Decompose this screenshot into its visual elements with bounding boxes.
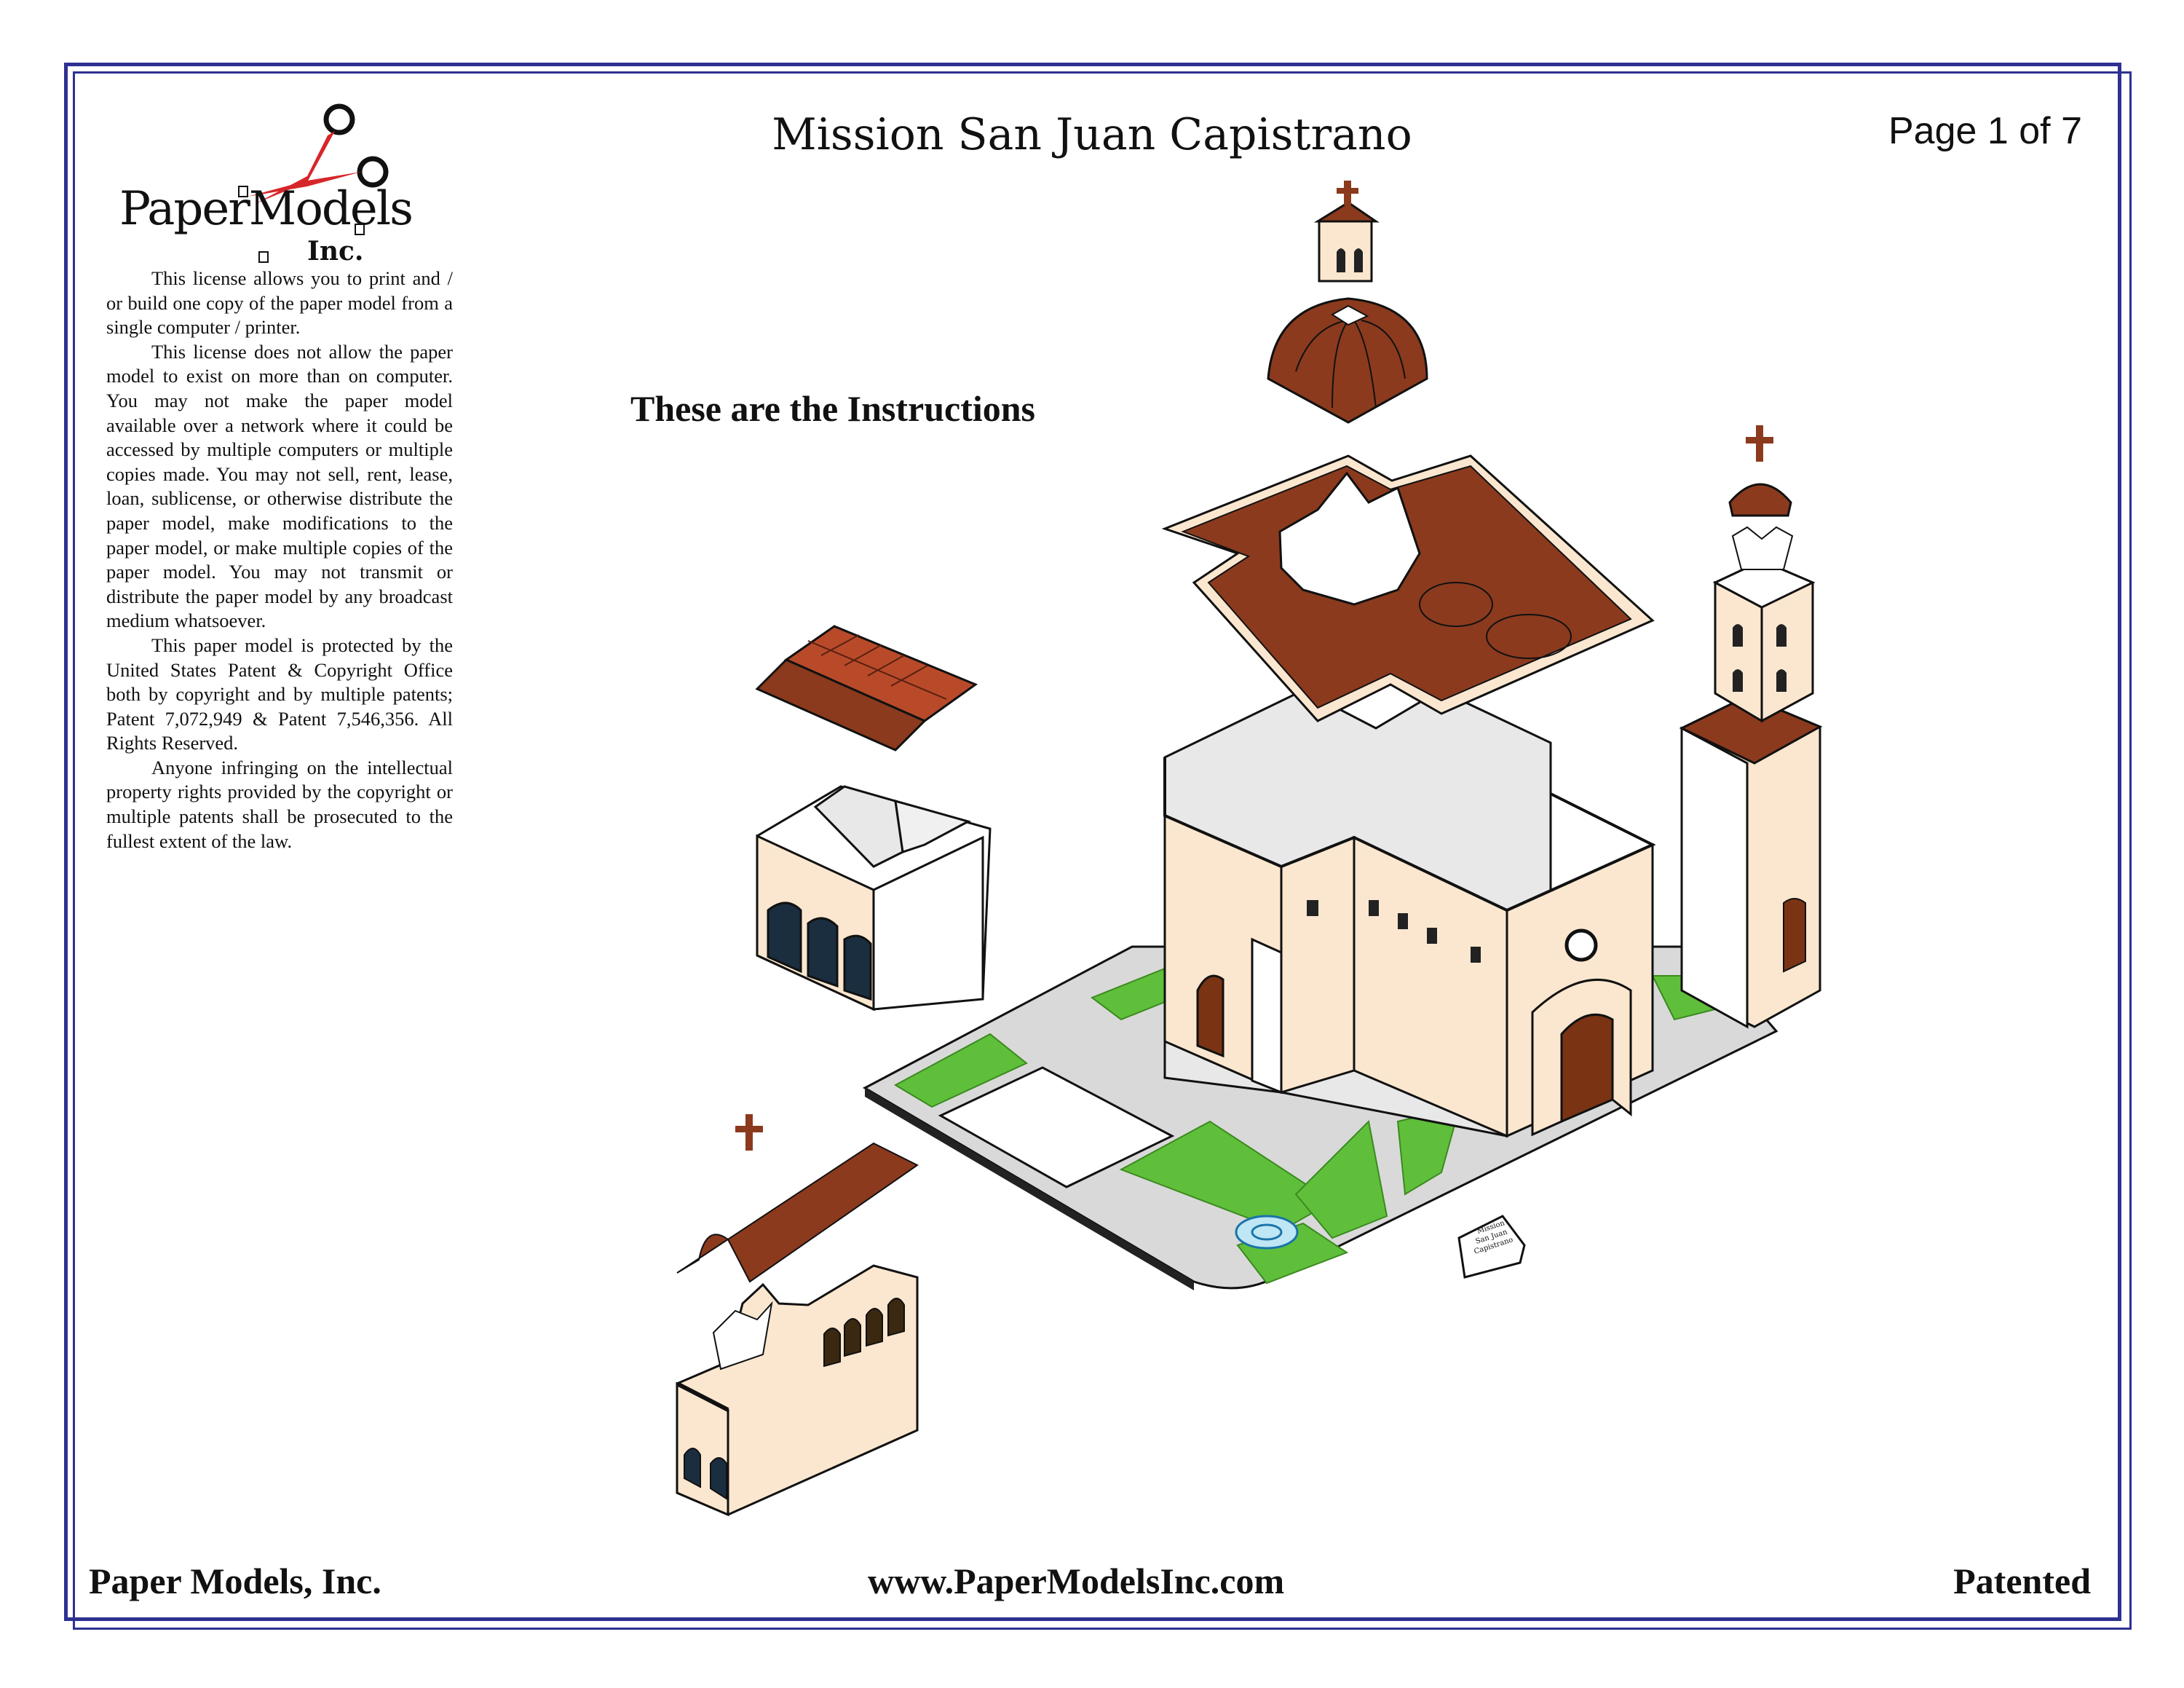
main-church [1163, 689, 1656, 1138]
dome [1267, 297, 1428, 424]
page-title: Mission San Juan Capistrano [772, 109, 1412, 160]
license-paragraph: This license allows you to print and / o… [106, 267, 453, 339]
license-text: This license allows you to print and / o… [106, 267, 453, 853]
page-border-inner [73, 71, 2132, 1630]
license-paragraph: Anyone infringing on the intellectual pr… [106, 756, 453, 852]
license-paragraph: This license does not allow the paper mo… [106, 340, 453, 632]
instructions-heading: These are the Instructions [630, 388, 1036, 429]
page-indicator: Page 1 of 7 [1888, 110, 2082, 152]
license-paragraph: This paper model is protected by the Uni… [106, 634, 453, 754]
cross-roof [1161, 454, 1655, 722]
side-building [756, 785, 992, 1011]
logo-wordmark: PaperModels [119, 182, 414, 236]
tiled-roof [755, 625, 978, 752]
bell-tower [1679, 425, 1823, 1029]
lantern [1313, 181, 1380, 283]
logo-suffix: Inc. [307, 236, 364, 267]
page-border-outer [64, 63, 2121, 1621]
company-logo: PaperModels Inc. [116, 95, 414, 269]
footer-patented: Patented [1953, 1561, 2091, 1601]
scissors-icon [238, 103, 389, 263]
lower-chapel [676, 1114, 919, 1517]
mission-sign: Mission San Juan Capistrano [1457, 1215, 1526, 1279]
footer-website[interactable]: www.PaperModelsInc.com [868, 1561, 1285, 1601]
footer-company: Paper Models, Inc. [89, 1561, 381, 1601]
